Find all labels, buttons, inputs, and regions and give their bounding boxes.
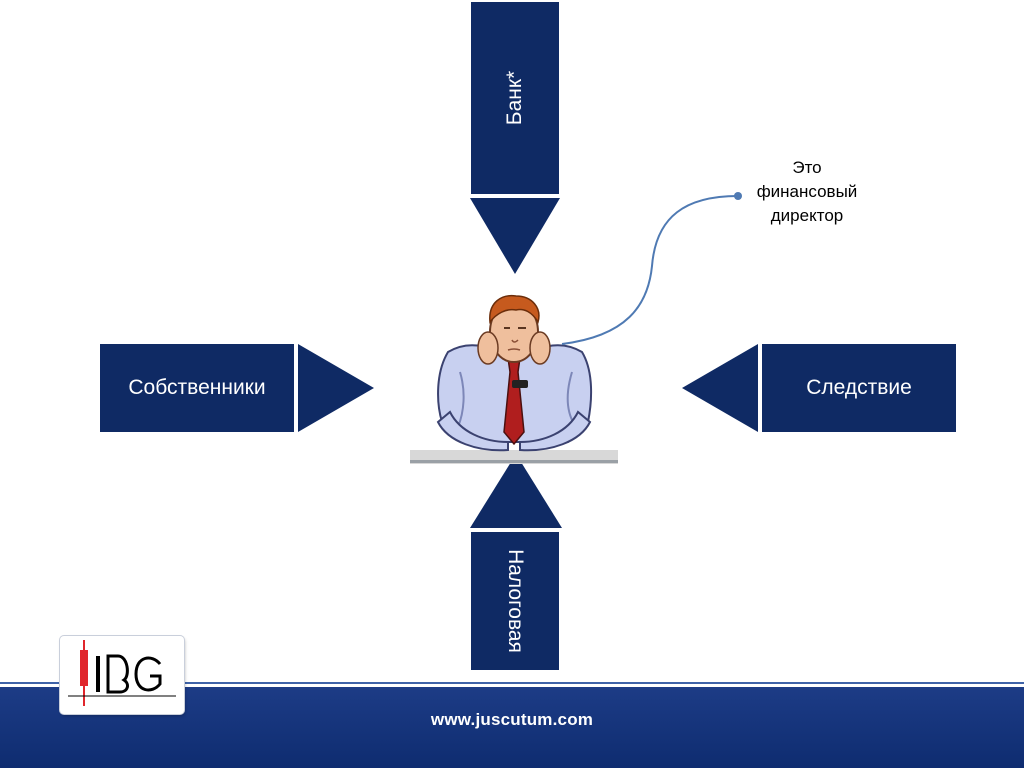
stressed-man-icon xyxy=(410,294,618,464)
annotation-line-2: финансовый xyxy=(756,182,858,201)
annotation-connector xyxy=(561,192,742,345)
annotation-label: Это финансовый директор xyxy=(740,156,874,228)
footer-url[interactable]: www.juscutum.com xyxy=(430,710,594,729)
company-logo xyxy=(60,636,184,714)
node-owners-label: Собственники xyxy=(128,376,266,399)
annotation-line-1: Это xyxy=(792,158,822,177)
node-owners: Собственники xyxy=(100,344,294,432)
ibg-logo-icon xyxy=(68,640,176,706)
node-investigation-label: Следствие xyxy=(806,376,912,399)
arrow-owners xyxy=(298,344,374,432)
node-bank: Банк* xyxy=(471,2,559,194)
node-bank-label: Банк* xyxy=(502,70,526,126)
node-tax-label: Налоговая xyxy=(504,549,527,653)
annotation-line-3: директор xyxy=(770,206,844,225)
node-tax: Налоговая xyxy=(471,532,559,670)
node-investigation: Следствие xyxy=(762,344,956,432)
arrow-investigation xyxy=(682,344,758,432)
arrow-bank xyxy=(470,198,560,274)
arrow-tax xyxy=(470,454,562,528)
